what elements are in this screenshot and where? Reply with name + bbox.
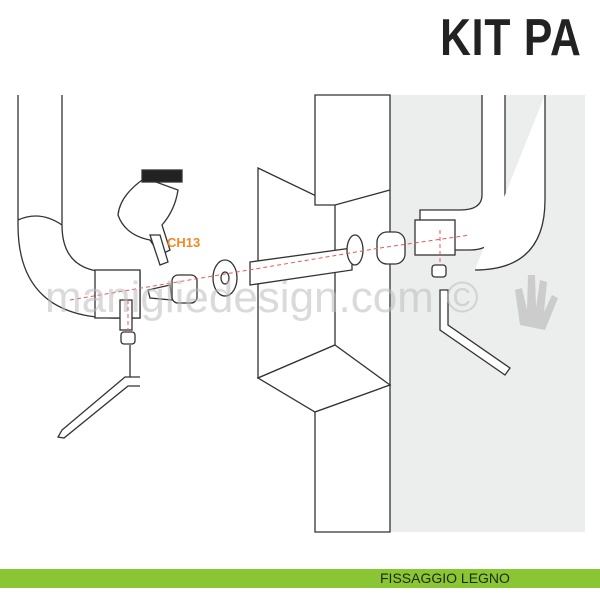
threaded-bushing <box>147 284 173 301</box>
hand-with-wrench <box>117 169 183 266</box>
fixing-parts <box>147 231 406 304</box>
footer-bar: FISSAGGIO LEGNO <box>0 569 600 588</box>
allen-key-left <box>56 376 140 439</box>
rod-washer <box>346 234 364 266</box>
hand-watermark-icon <box>515 275 558 330</box>
left-handle <box>17 95 141 331</box>
grub-screw-left <box>120 331 136 345</box>
footer-label: FISSAGGIO LEGNO <box>380 570 510 586</box>
allen-key-right <box>439 289 511 376</box>
nut <box>171 274 198 304</box>
page-title: KIT PA <box>440 9 582 67</box>
wrench-size-label: CH13 <box>167 235 200 250</box>
right-handle <box>414 95 546 271</box>
watermark: manigliedesign.com © <box>45 273 479 322</box>
guide-lines <box>69 230 471 335</box>
grub-screw-right <box>431 264 447 278</box>
